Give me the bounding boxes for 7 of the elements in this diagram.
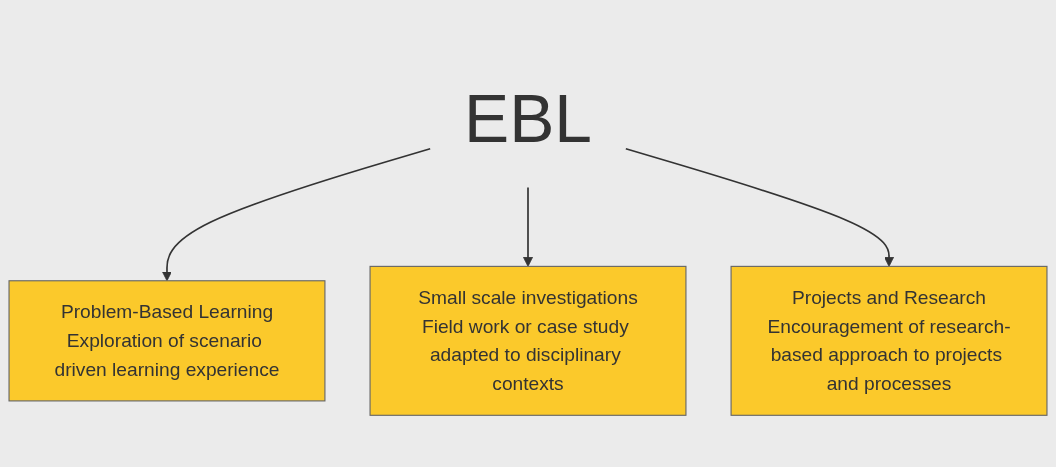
node-text: EBL xyxy=(464,81,592,157)
arrow xyxy=(625,147,894,267)
arrow xyxy=(523,186,533,267)
node-box: Projects and Research Encouragement of research-based approach to projects and processes xyxy=(730,265,1048,416)
arrow xyxy=(162,147,431,282)
node-box: Small scale investigations Field work or case study adapted to disciplinary contexts xyxy=(369,265,687,416)
node-box: Problem-Based Learning Exploration of scenario driven learning experience xyxy=(8,280,326,402)
